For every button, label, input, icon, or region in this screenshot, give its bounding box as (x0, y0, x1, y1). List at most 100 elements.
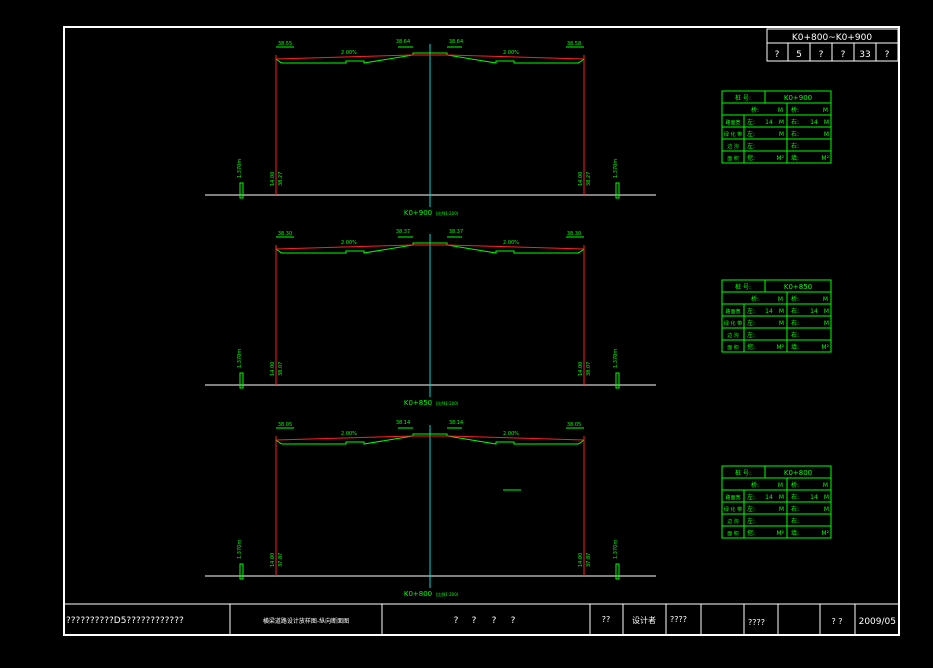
right-edge-elevation: 38.30 (567, 231, 581, 237)
table-cell: 右: (791, 307, 799, 315)
table-cell: M (778, 107, 783, 114)
right-slope-label: 2.00% (503, 240, 519, 246)
table-cell: M (823, 482, 828, 489)
table-cell: M² (821, 344, 829, 351)
table-cell: M (779, 119, 784, 126)
table-cell: 14 (810, 119, 818, 126)
drawing-name: 横梁道路设计放样图-纵向断面图 (263, 617, 349, 625)
table-station-value: K0+850 (784, 283, 812, 291)
table-row-label: 面 积 (727, 155, 739, 162)
table-cell: 挖: (747, 154, 755, 162)
table-cell: 桥: (751, 295, 759, 303)
right-ground-height: 14.00 (578, 553, 584, 567)
table-row-label: 面 积 (727, 530, 739, 537)
table-row-label: 路面宽 (725, 308, 740, 315)
right-post (615, 372, 620, 389)
table-cell: M² (776, 344, 784, 351)
table-cell: M (824, 119, 829, 126)
table-cell: 左: (747, 142, 755, 150)
right-slope-label: 2.00% (503, 431, 519, 437)
table-station-value: K0+800 (784, 469, 812, 477)
header-cell: ? (775, 50, 780, 60)
table-row-label: 面 积 (727, 344, 739, 351)
table-cell: 14 (810, 308, 818, 315)
table-cell: 填: (791, 529, 799, 537)
table-cell: 桥: (751, 106, 759, 114)
table-cell: M (824, 320, 829, 327)
table-cell: 右: (791, 142, 799, 150)
road-surface (275, 52, 585, 64)
table-row-label: 绿 化 带 (724, 131, 742, 138)
title-mark: ? (511, 616, 516, 626)
scale-note: (比例1:200) (436, 210, 459, 216)
table-cell: M (778, 296, 783, 303)
table-cell: 右: (791, 118, 799, 126)
table-cell: M (824, 494, 829, 501)
right-edge-elevation: 38.58 (567, 41, 581, 47)
table-row-label: 绿 化 带 (724, 506, 742, 513)
table-row-label: 边 沟 (727, 143, 739, 150)
table-cell: 左: (747, 517, 755, 525)
header-table (766, 28, 899, 62)
table-station-label: 桩 号: (735, 469, 751, 477)
left-ground-elevation: 38.27 (278, 172, 284, 186)
table-cell: 桥: (751, 481, 759, 489)
table-station-value: K0+900 (784, 94, 812, 102)
table-station-label: 桩 号: (735, 94, 751, 102)
project-name: ??????????D5???????????? (66, 616, 184, 626)
table-cell: 桥: (791, 106, 799, 114)
title-block (64, 603, 899, 635)
table-cell: 右: (791, 493, 799, 501)
header-cell: ? (841, 50, 846, 60)
table-cell: 挖: (747, 529, 755, 537)
table-row-label: 边 沟 (727, 518, 739, 525)
table-cell: M (779, 506, 784, 513)
table-cell: 右: (791, 319, 799, 327)
right-post (615, 182, 620, 199)
left-post (239, 563, 244, 580)
right-post-label: 1.370m (613, 159, 619, 178)
right-post-label: 1.370m (613, 349, 619, 368)
left-post-label: 1.370m (237, 540, 243, 559)
table-cell: M (778, 482, 783, 489)
table-row-label: 绿 化 带 (724, 320, 742, 327)
left-slope-label: 2.00% (341, 50, 357, 56)
right-ground-elevation: 38.27 (586, 172, 592, 186)
station-label: K0+850 (404, 399, 432, 407)
table-row-label: 路面宽 (725, 119, 740, 126)
center-left-elevation: 38.64 (396, 39, 410, 45)
design-profile (275, 54, 585, 60)
cell-b: ???? (748, 618, 765, 627)
right-ground-height: 14.00 (578, 362, 584, 376)
station-label: K0+800 (404, 590, 432, 598)
left-edge-elevation: 38.30 (278, 231, 292, 237)
left-ground-height: 14.00 (270, 172, 276, 186)
table-cell: 桥: (791, 295, 799, 303)
table-cell: 右: (791, 331, 799, 339)
design-profile (275, 435, 585, 441)
center-right-elevation: 38.37 (449, 229, 463, 235)
left-ground-height: 14.00 (270, 553, 276, 567)
scale-note: (比例1:200) (436, 591, 459, 597)
road-surface (275, 433, 585, 445)
station-label: K0+900 (404, 209, 432, 217)
right-ground-height: 14.00 (578, 172, 584, 186)
table-cell: 右: (791, 130, 799, 138)
mark-cell: ?? (602, 615, 611, 624)
right-edge-elevation: 38.05 (567, 422, 581, 428)
table-cell: M² (776, 530, 784, 537)
table-row-label: 路面宽 (725, 494, 740, 501)
table-cell: 14 (810, 494, 818, 501)
scale-note: (比例1:200) (436, 400, 459, 406)
table-cell: 填: (791, 343, 799, 351)
header-range: K0+800~K0+900 (792, 33, 873, 43)
road-surface (275, 242, 585, 254)
table-cell: M² (821, 155, 829, 162)
table-cell: M (823, 296, 828, 303)
table-cell: M (779, 494, 784, 501)
table-cell: M² (821, 530, 829, 537)
center-left-elevation: 38.37 (396, 229, 410, 235)
